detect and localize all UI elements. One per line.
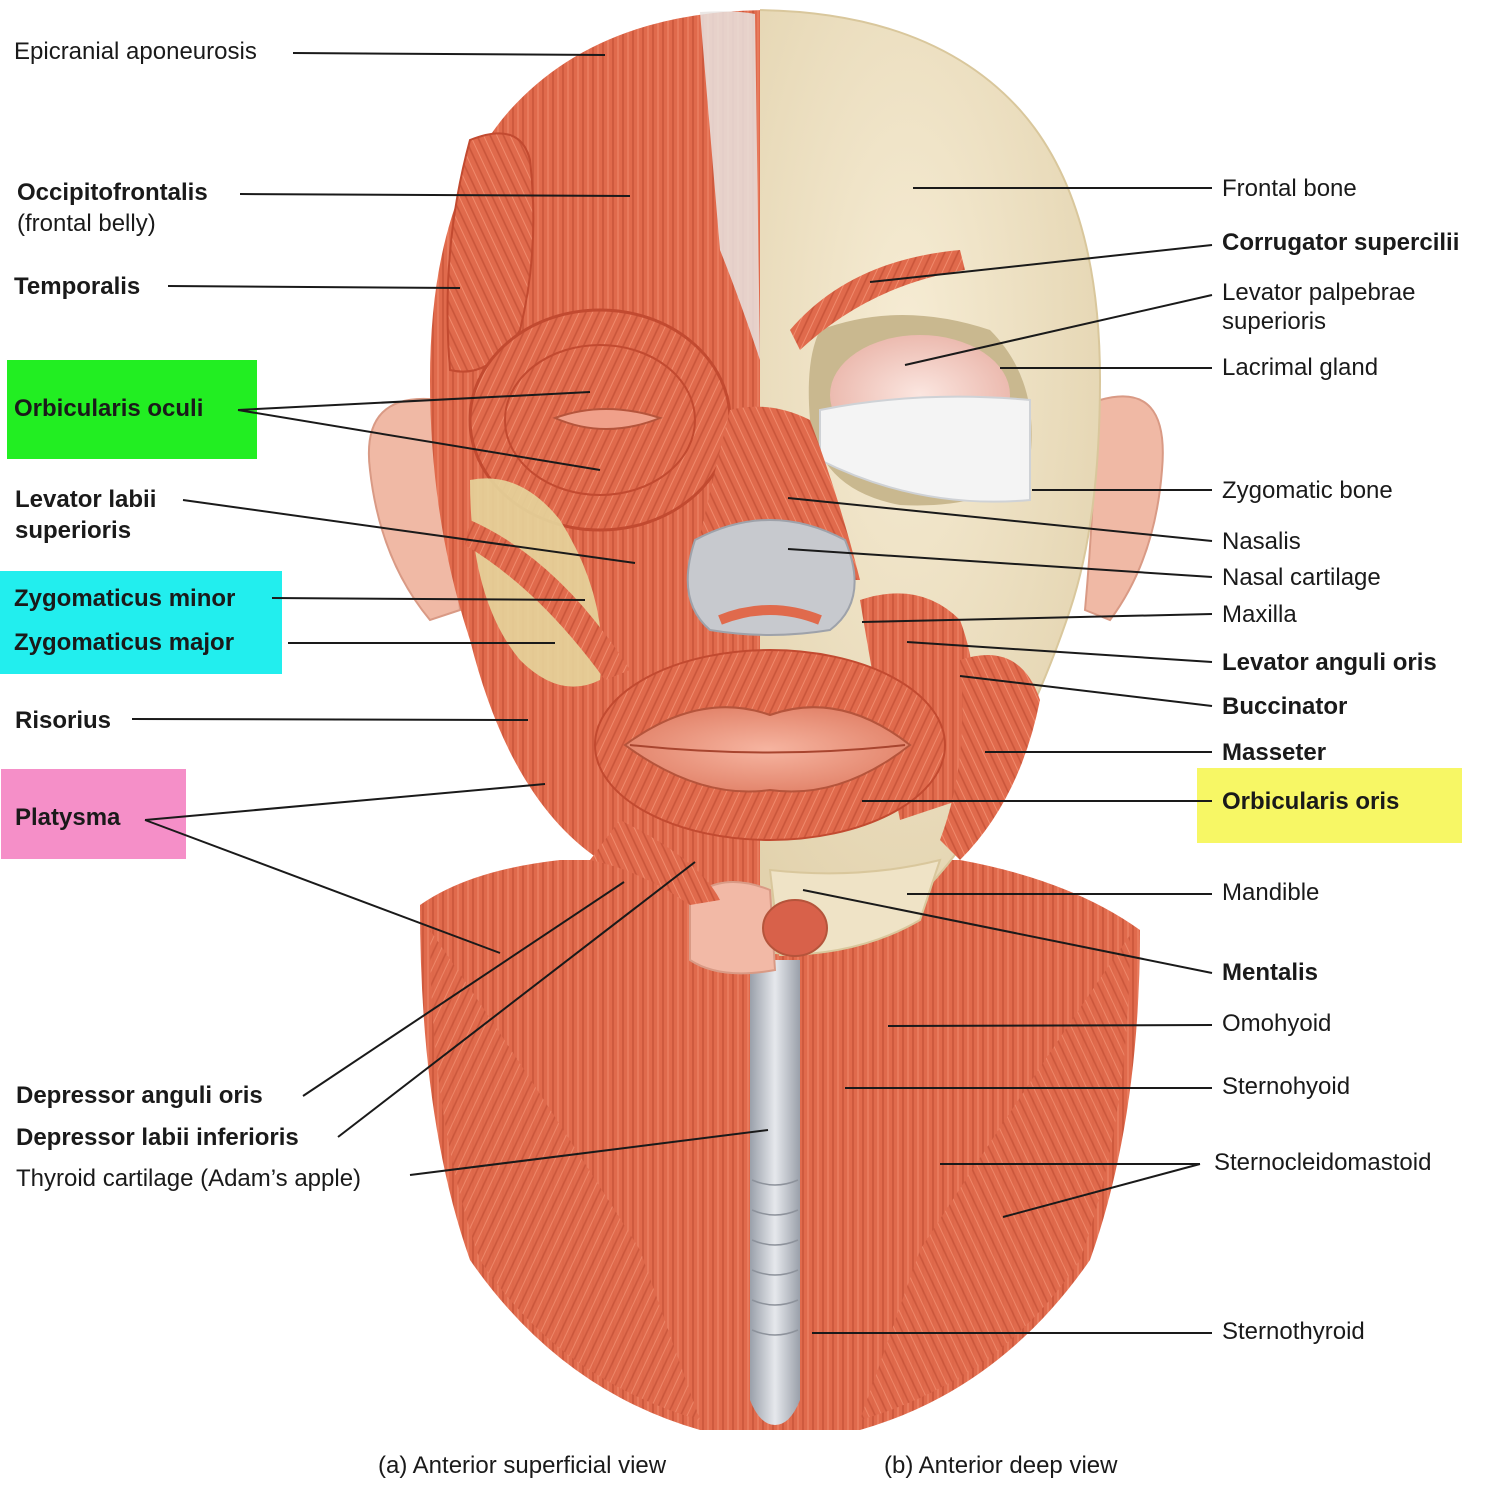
lips	[623, 706, 912, 793]
leader-occipitofrontalis	[239, 193, 631, 197]
label-nasalis: Nasalis	[1222, 528, 1301, 555]
label-temporalis: Temporalis	[14, 273, 141, 300]
left-eyelid	[552, 408, 663, 430]
leader-sternocleido-2	[1002, 1163, 1201, 1218]
depressor-shape	[590, 820, 720, 905]
label-zygomaticus-major: Zygomaticus major	[14, 629, 235, 656]
label-orbicularis-oculi: Orbicularis oculi	[14, 395, 204, 422]
leader-depressor-anguli	[302, 881, 625, 1097]
neck-diagonal-left	[430, 930, 700, 1420]
label-maxilla: Maxilla	[1222, 601, 1297, 628]
leader-zygomaticus-minor	[271, 597, 586, 601]
label-sternohyoid: Sternohyoid	[1222, 1073, 1351, 1100]
label-orbicularis-oris: Orbicularis oris	[1222, 788, 1400, 815]
label-epicranial-aponeurosis: Epicranial aponeurosis	[14, 38, 257, 65]
leader-nasalis	[787, 497, 1213, 542]
label-zygomaticus-minor: Zygomaticus minor	[14, 585, 236, 612]
leader-orbicularis-oculi-2	[237, 409, 601, 471]
highlight-orbicularis-oris	[1197, 768, 1462, 843]
lacrimal-white	[819, 395, 1031, 503]
leader-omohyoid	[887, 1024, 1213, 1027]
label-occipitofrontalis-sub: (frontal belly)	[17, 210, 156, 237]
leader-levator-anguli	[906, 641, 1213, 663]
caption-superficial-view: (a) Anterior superficial view	[378, 1452, 667, 1479]
leader-epicranial	[292, 52, 606, 56]
label-masseter: Masseter	[1222, 739, 1327, 766]
temporalis-shape	[446, 132, 535, 373]
label-levator-labii-line1: Levator labii	[15, 486, 157, 513]
label-omohyoid: Omohyoid	[1222, 1010, 1332, 1037]
leader-levator-labii	[182, 499, 636, 564]
leader-platysma-2	[144, 819, 501, 954]
corrugator-shape	[790, 250, 965, 350]
label-levator-labii-line2: superioris	[15, 517, 132, 544]
leader-depressor-labii	[337, 861, 696, 1138]
neck-diagonal-right	[860, 935, 1130, 1420]
leader-buccinator	[959, 675, 1213, 707]
masseter-shape	[940, 655, 1040, 860]
label-platysma: Platysma	[15, 804, 121, 831]
leader-nasal-cartilage	[787, 548, 1213, 578]
label-depressor-anguli-oris: Depressor anguli oris	[16, 1082, 263, 1109]
label-sternothyroid: Sternothyroid	[1222, 1318, 1365, 1345]
label-levator-palpebrae-line1: Levator palpebrae	[1222, 279, 1416, 306]
highlight-zygomaticus	[0, 571, 282, 674]
leader-thyroid	[409, 1129, 769, 1176]
label-nasal-cartilage: Nasal cartilage	[1222, 564, 1381, 591]
aponeurosis-band	[700, 11, 760, 360]
trachea-rings	[751, 1179, 799, 1336]
label-depressor-labii-inferioris: Depressor labii inferioris	[16, 1124, 299, 1151]
leader-platysma-1	[144, 783, 546, 821]
nasal-cartilage-shape	[686, 519, 856, 636]
mentalis-shape	[762, 899, 828, 957]
highlight-orbicularis-oculi	[7, 360, 257, 459]
label-frontal-bone: Frontal bone	[1222, 175, 1357, 202]
leader-maxilla	[861, 613, 1213, 623]
label-occipitofrontalis: Occipitofrontalis	[17, 179, 208, 206]
leader-orbicularis-oculi-1	[237, 391, 591, 411]
leader-corrugator	[869, 244, 1213, 283]
caption-deep-view: (b) Anterior deep view	[884, 1452, 1118, 1479]
label-risorius: Risorius	[15, 707, 112, 734]
leader-temporalis	[167, 285, 461, 289]
leader-risorius	[131, 718, 529, 721]
leader-levator-palpebrae	[904, 294, 1213, 366]
label-levator-anguli-oris: Levator anguli oris	[1222, 649, 1437, 676]
label-levator-palpebrae-line2: superioris	[1222, 308, 1327, 335]
label-mandible: Mandible	[1222, 879, 1320, 906]
trachea	[750, 960, 800, 1425]
label-sternocleidomastoid: Sternocleidomastoid	[1214, 1149, 1432, 1176]
label-corrugator-supercilii: Corrugator supercilii	[1222, 229, 1460, 256]
label-thyroid-cartilage: Thyroid cartilage (Adam’s apple)	[16, 1165, 362, 1192]
chin-skin	[689, 881, 777, 975]
highlight-platysma	[1, 769, 186, 859]
leader-mentalis	[802, 889, 1213, 974]
label-lacrimal-gland: Lacrimal gland	[1222, 354, 1379, 381]
label-mentalis: Mentalis	[1222, 959, 1319, 986]
label-zygomatic-bone: Zygomatic bone	[1222, 477, 1393, 504]
label-buccinator: Buccinator	[1222, 693, 1348, 720]
